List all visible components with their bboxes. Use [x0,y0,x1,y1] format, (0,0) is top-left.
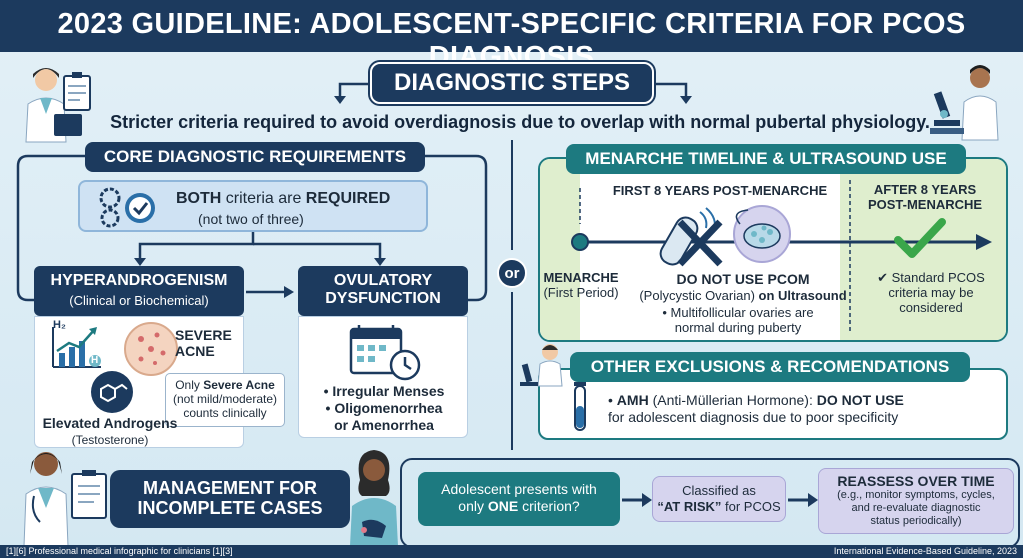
or-connector: or [497,258,527,288]
flow-arrow-2 [788,493,818,507]
core-requirements-title: CORE DIAGNOSTIC REQUIREMENTS [85,142,425,172]
scientist-microscope-icon [930,65,999,141]
hyperandrogenism-header: HYPERANDROGENISM (Clinical or Biochemica… [34,266,244,316]
exclusions-title: OTHER EXCLUSIONS & RECOMENDATIONS [570,352,970,382]
pcom-subtitle: (Polycystic Ovarian) on Ultrasound [639,288,847,303]
patient-icon [350,450,398,546]
hyperandrogenism-title: HYPERANDROGENISM [50,272,228,289]
test-tube-icon [574,382,586,431]
page-title: 2023 GUIDELINE: ADOLESCENT-SPECIFIC CRIT… [57,8,966,73]
menarche-label: MENARCHE(First Period) [543,270,619,300]
pcom-warning-title: DO NOT USE PCOM [676,271,810,287]
amh-recommendation: • AMH (Anti-Müllerian Hormone): DO NOT U… [608,392,904,425]
doctor-clipboard-icon [25,68,91,143]
footer-citation: [1][6] Professional medical infographic … [6,546,233,556]
chart-growth-icon [52,327,101,368]
menarche-timeline-title: MENARCHE TIMELINE & ULTRASOUND USE [566,144,966,174]
diagnostic-subtitle: Stricter criteria required to avoid over… [110,112,930,132]
footer-source: International Evidence-Based Guideline, … [833,546,1017,556]
section-divider [511,140,513,450]
menarche-panel [538,157,1008,342]
both-criteria-text: BOTH criteria are REQUIRED [176,190,391,207]
menarche-timeline [571,180,992,332]
gears-icon [99,187,155,228]
menarche-shade [540,159,580,340]
hyperandrogenism-subtitle: (Clinical or Biochemical) [69,293,209,308]
list-item: • Irregular Menses [323,383,445,399]
h2-label: H₂ [53,319,66,331]
acne-note-callout: Only Severe Acne (not mild/moderate) cou… [165,373,285,427]
testosterone-molecule-icon [91,371,133,413]
list-item: • Oligomenorrhea [325,400,443,416]
at-risk-box: Classified as “AT RISK” for PCOS [652,476,786,522]
acne-skin-icon [124,322,178,376]
left-panel-frame [16,154,488,302]
one-criterion-box: Adolescent presents with only ONE criter… [418,472,620,526]
calendar-clock-icon [349,325,421,381]
both-criteria-box: BOTH criteria are REQUIRED (not two of t… [78,180,428,232]
header-bar [0,0,1023,52]
flow-arrow-1 [622,493,652,507]
testosterone-label: (Testosterone) [71,433,149,447]
reassess-box: REASSESS OVER TIME (e.g., monitor sympto… [818,468,1014,534]
ovulatory-card: • Irregular Menses • Oligomenorrhea or A… [298,316,468,438]
steps-arrows [334,82,692,104]
diagnostic-steps-title: DIAGNOSTIC STEPS [370,62,654,104]
list-item: or Amenorrhea [334,417,434,433]
first-8-years-label: FIRST 8 YEARS POST-MENARCHE [612,183,828,198]
ovulatory-list: • Irregular Menses • Oligomenorrhea or A… [299,383,469,434]
doctor-chart-icon [23,452,107,546]
h-label: H [91,355,99,366]
both-criteria-sub: (not two of three) [198,211,304,227]
footer-bar [0,545,1023,558]
lab-scientist-icon [520,344,563,387]
elevated-androgens-label: Elevated Androgens [42,415,178,431]
after8-shade [840,159,1006,340]
standard-criteria-note: ✔ Standard PCOS criteria may be consider… [877,270,985,315]
